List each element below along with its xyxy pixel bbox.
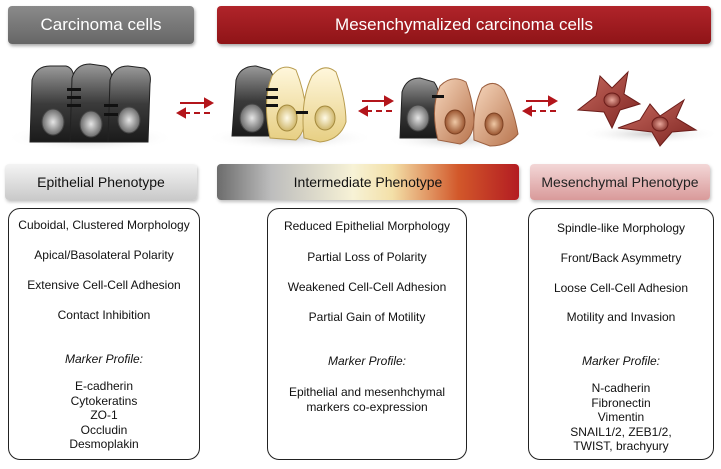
feature-text: Loose Cell-Cell Adhesion (553, 281, 689, 295)
intermediate-phenotype-bar: Intermediate Phenotype (217, 164, 519, 200)
marker-list: E-cadherin Cytokeratins ZO-1 Occludin De… (9, 379, 199, 452)
feature-text: Contact Inhibition (57, 308, 151, 322)
epithelial-features-box: Cuboidal, Clustered Morphology Apical/Ba… (8, 208, 200, 460)
marker-profile-title: Marker Profile: (327, 354, 407, 368)
mesenchymalized-cells-label: Mesenchymalized carcinoma cells (335, 15, 593, 34)
marker-item: Epithelial and mesenhchymal (288, 385, 446, 399)
carcinoma-cells-banner: Carcinoma cells (8, 6, 194, 44)
transition-arrows-1 (175, 97, 215, 119)
marker-list: N-cadherin Fibronectin Vimentin SNAIL1/2… (529, 381, 713, 454)
feature-text: Front/Back Asymmetry (560, 251, 682, 265)
feature-text: Weakened Cell-Cell Adhesion (287, 280, 447, 294)
epithelial-phenotype-bar: Epithelial Phenotype (5, 164, 197, 200)
mesenchymalized-cells-banner: Mesenchymalized carcinoma cells (217, 6, 711, 44)
marker-item: markers co-expression (306, 399, 428, 414)
intermediate-phenotype-label: Intermediate Phenotype (293, 174, 443, 190)
cell-illustration (5, 63, 720, 152)
epithelial-cell-cluster (5, 63, 175, 152)
feature-text: Apical/Basolateral Polarity (34, 248, 174, 262)
feature-text: Motility and Invasion (566, 310, 676, 324)
marker-item: TWIST, brachyury (573, 439, 669, 453)
feature-text: Reduced Epithelial Morphology (283, 219, 451, 233)
feature-text: Spindle-like Morphology (556, 221, 686, 235)
feature-text: Partial Loss of Polarity (307, 250, 427, 264)
intermediate-cell-cluster (205, 65, 375, 150)
feature-text: Extensive Cell-Cell Adhesion (27, 278, 181, 292)
marker-item: Desmoplakin (69, 437, 139, 451)
marker-profile-title: Marker Profile: (581, 354, 661, 368)
marker-item: N-cadherin (591, 381, 651, 395)
transition-arrows-3 (521, 95, 559, 117)
intermediate-features-box: Reduced Epithelial Morphology Partial Lo… (267, 208, 467, 460)
mesenchymal-features-box: Spindle-like Morphology Front/Back Asymm… (528, 208, 714, 460)
marker-list: Epithelial and mesenhchymal markers co-e… (268, 385, 466, 414)
epithelial-phenotype-label: Epithelial Phenotype (37, 174, 165, 190)
carcinoma-cells-label: Carcinoma cells (40, 15, 162, 34)
mesenchymal-cells (576, 70, 720, 147)
transition-arrows-2 (357, 95, 395, 117)
marker-profile-title: Marker Profile: (64, 352, 144, 366)
feature-text: Cuboidal, Clustered Morphology (18, 218, 190, 232)
marker-item: Fibronectin (591, 395, 651, 410)
marker-item: Cytokeratins (70, 393, 138, 408)
feature-text: Partial Gain of Motility (308, 310, 426, 324)
marker-item: Vimentin (597, 410, 645, 424)
marker-item: E-cadherin (74, 379, 134, 393)
marker-item: Occludin (80, 422, 128, 437)
mesenchymal-phenotype-label: Mesenchymal Phenotype (541, 174, 699, 190)
late-intermediate-cell-cluster (385, 77, 525, 151)
mesenchymal-phenotype-bar: Mesenchymal Phenotype (530, 164, 710, 200)
marker-item: ZO-1 (90, 408, 118, 422)
marker-item: SNAIL1/2, ZEB1/2, (570, 424, 672, 439)
